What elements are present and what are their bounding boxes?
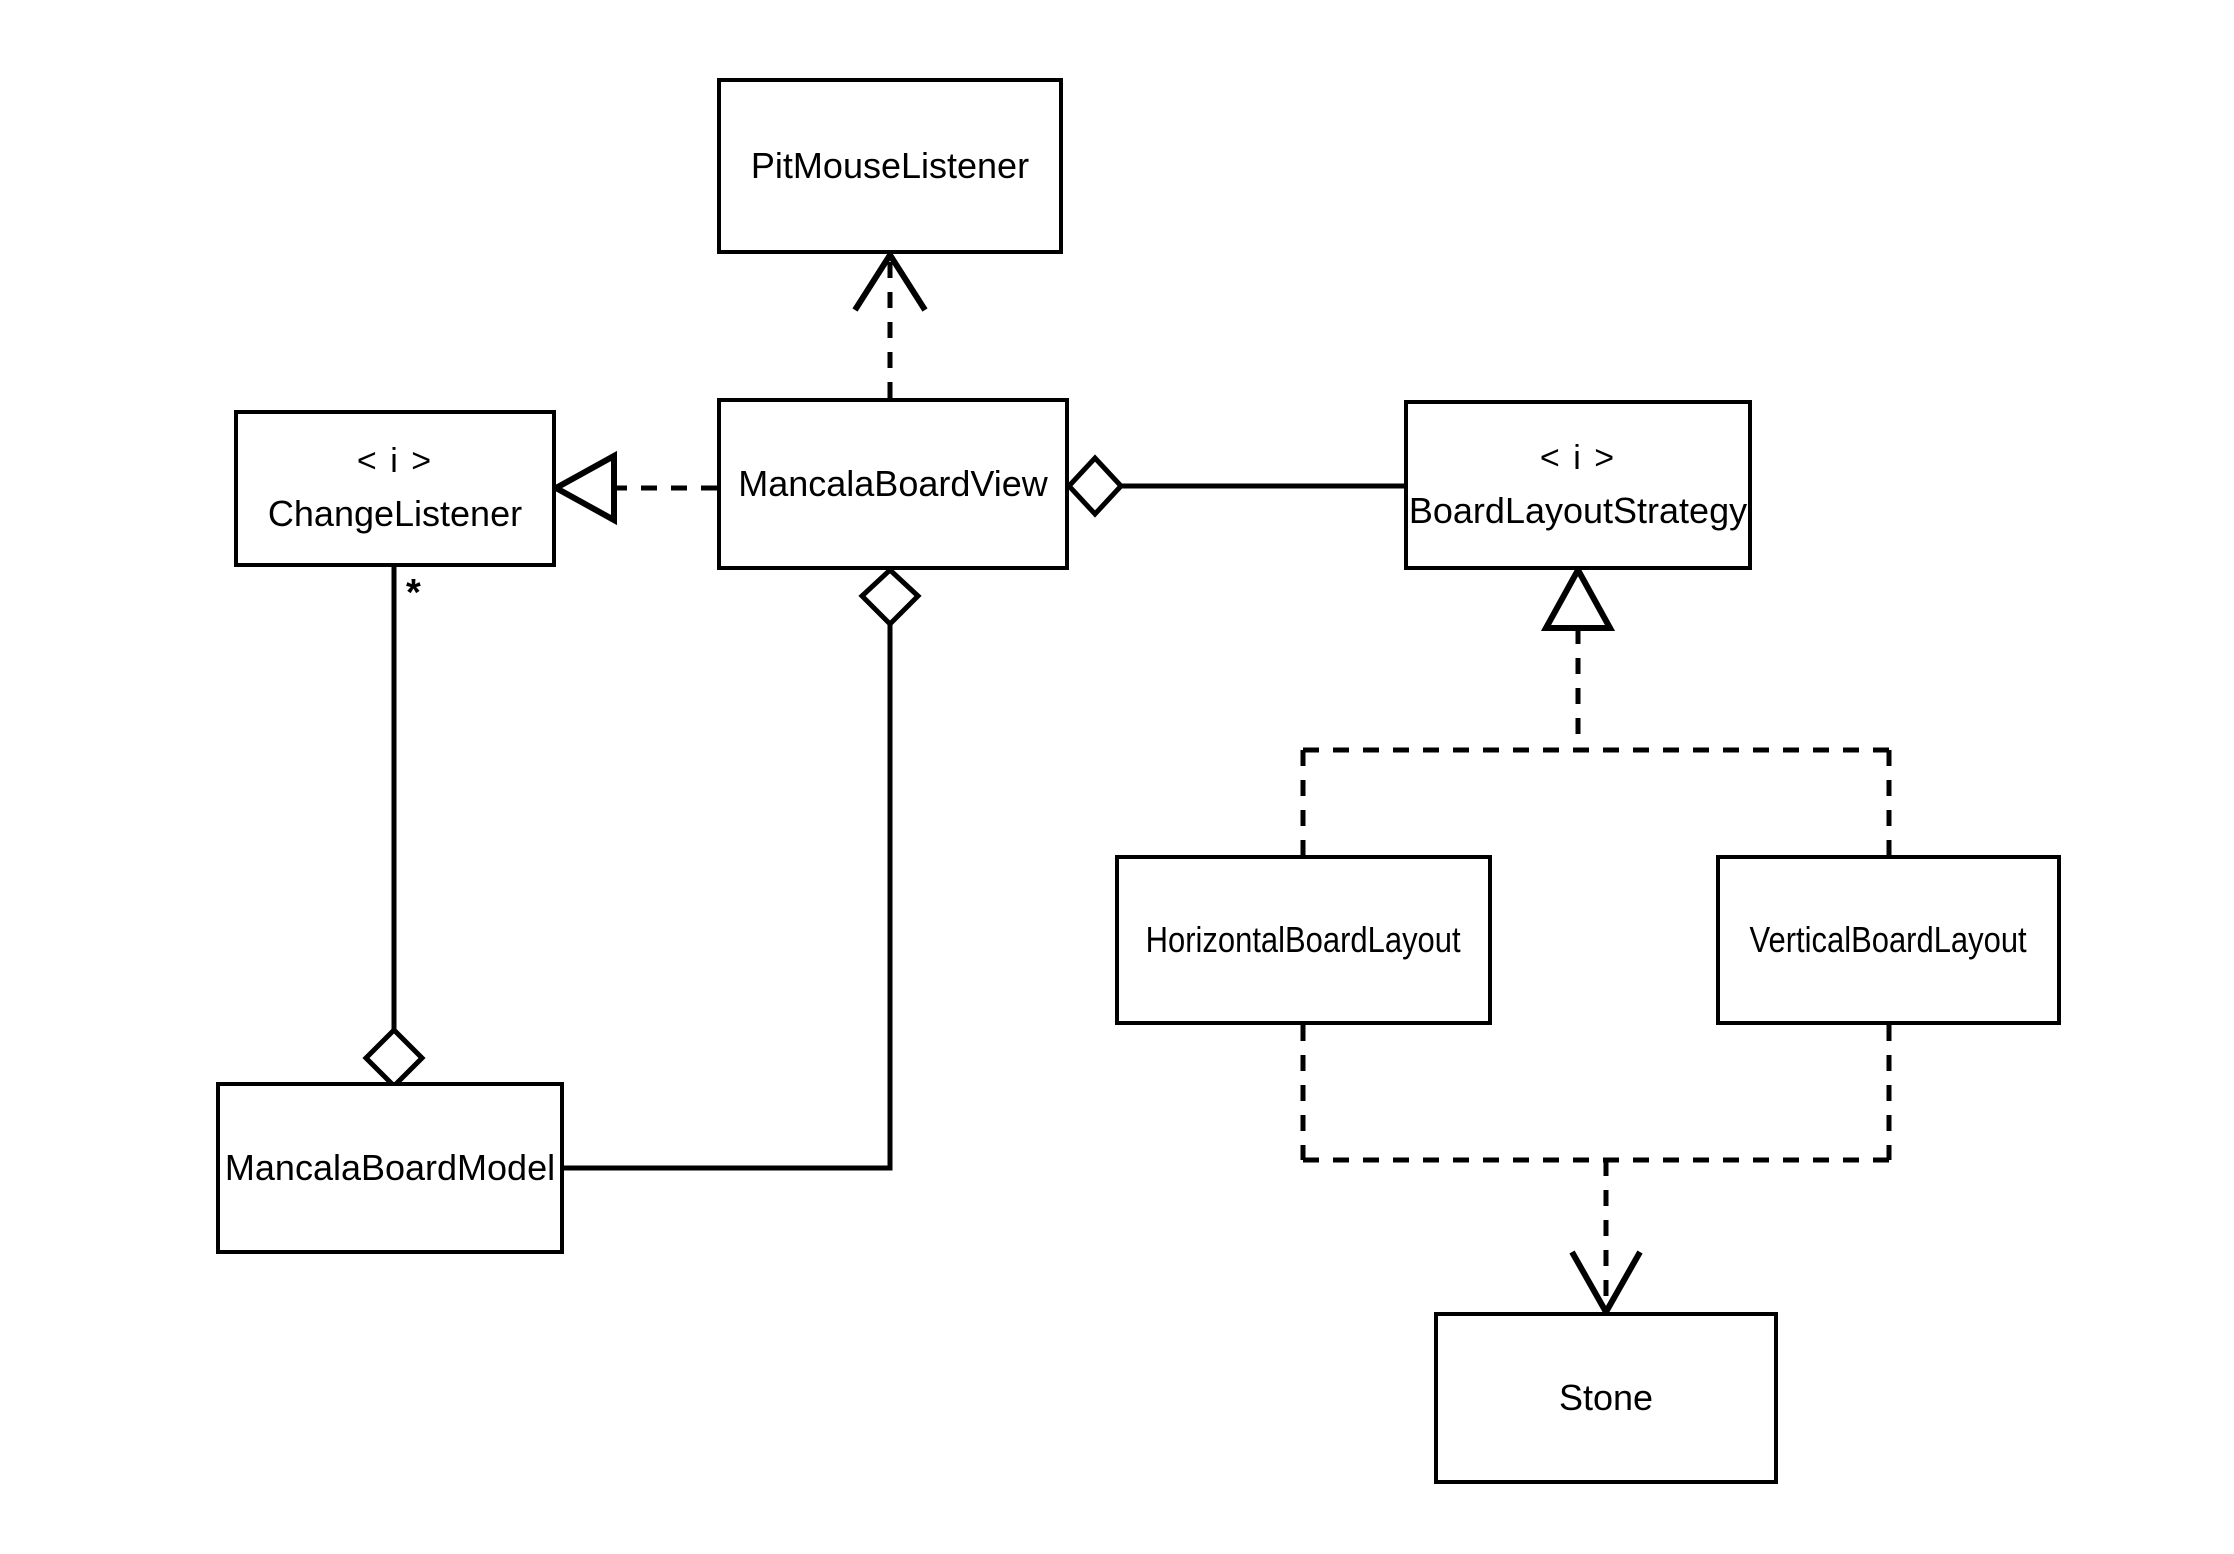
class-name-stone: Stone [1558,1377,1654,1419]
edge-view-realizes-changelistener [549,450,717,526]
class-box-board-layout-strategy[interactable]: < i > BoardLayoutStrategy [1404,400,1752,570]
edge-view-aggregates-strategy [1065,454,1404,518]
class-name-mancala-board-view: MancalaBoardView [738,463,1048,505]
class-stereotype-board-layout-strategy: < i > [1539,438,1617,477]
class-name-mancala-board-model: MancalaBoardModel [224,1147,556,1189]
class-name-vertical-board-layout: VerticalBoardLayout [1749,919,2028,961]
class-name-horizontal-board-layout: HorizontalBoardLayout [1146,919,1461,961]
class-name-change-listener: ChangeListener [267,493,523,535]
edge-view-uses-pitmouselistener [852,249,928,398]
class-box-mancala-board-model[interactable]: MancalaBoardModel [216,1082,564,1254]
class-box-pit-mouse-listener[interactable]: PitMouseListener [717,78,1063,254]
class-box-horizontal-board-layout[interactable]: HorizontalBoardLayout [1115,855,1492,1025]
edge-layouts-realize-strategy [1300,563,1892,855]
edge-view-aggregates-model [564,566,922,1171]
edge-model-aggregates-changelistener [362,567,426,1090]
class-box-mancala-board-view[interactable]: MancalaBoardView [717,398,1069,570]
edge-layouts-depend-stone [1300,1025,1892,1319]
class-box-stone[interactable]: Stone [1434,1312,1778,1484]
multiplicity-label-star: * [406,572,421,614]
class-box-change-listener[interactable]: < i > ChangeListener [234,410,556,567]
class-box-vertical-board-layout[interactable]: VerticalBoardLayout [1716,855,2061,1025]
class-name-board-layout-strategy: BoardLayoutStrategy [1408,489,1748,531]
class-stereotype-change-listener: < i > [356,442,434,480]
class-name-pit-mouse-listener: PitMouseListener [750,145,1030,187]
